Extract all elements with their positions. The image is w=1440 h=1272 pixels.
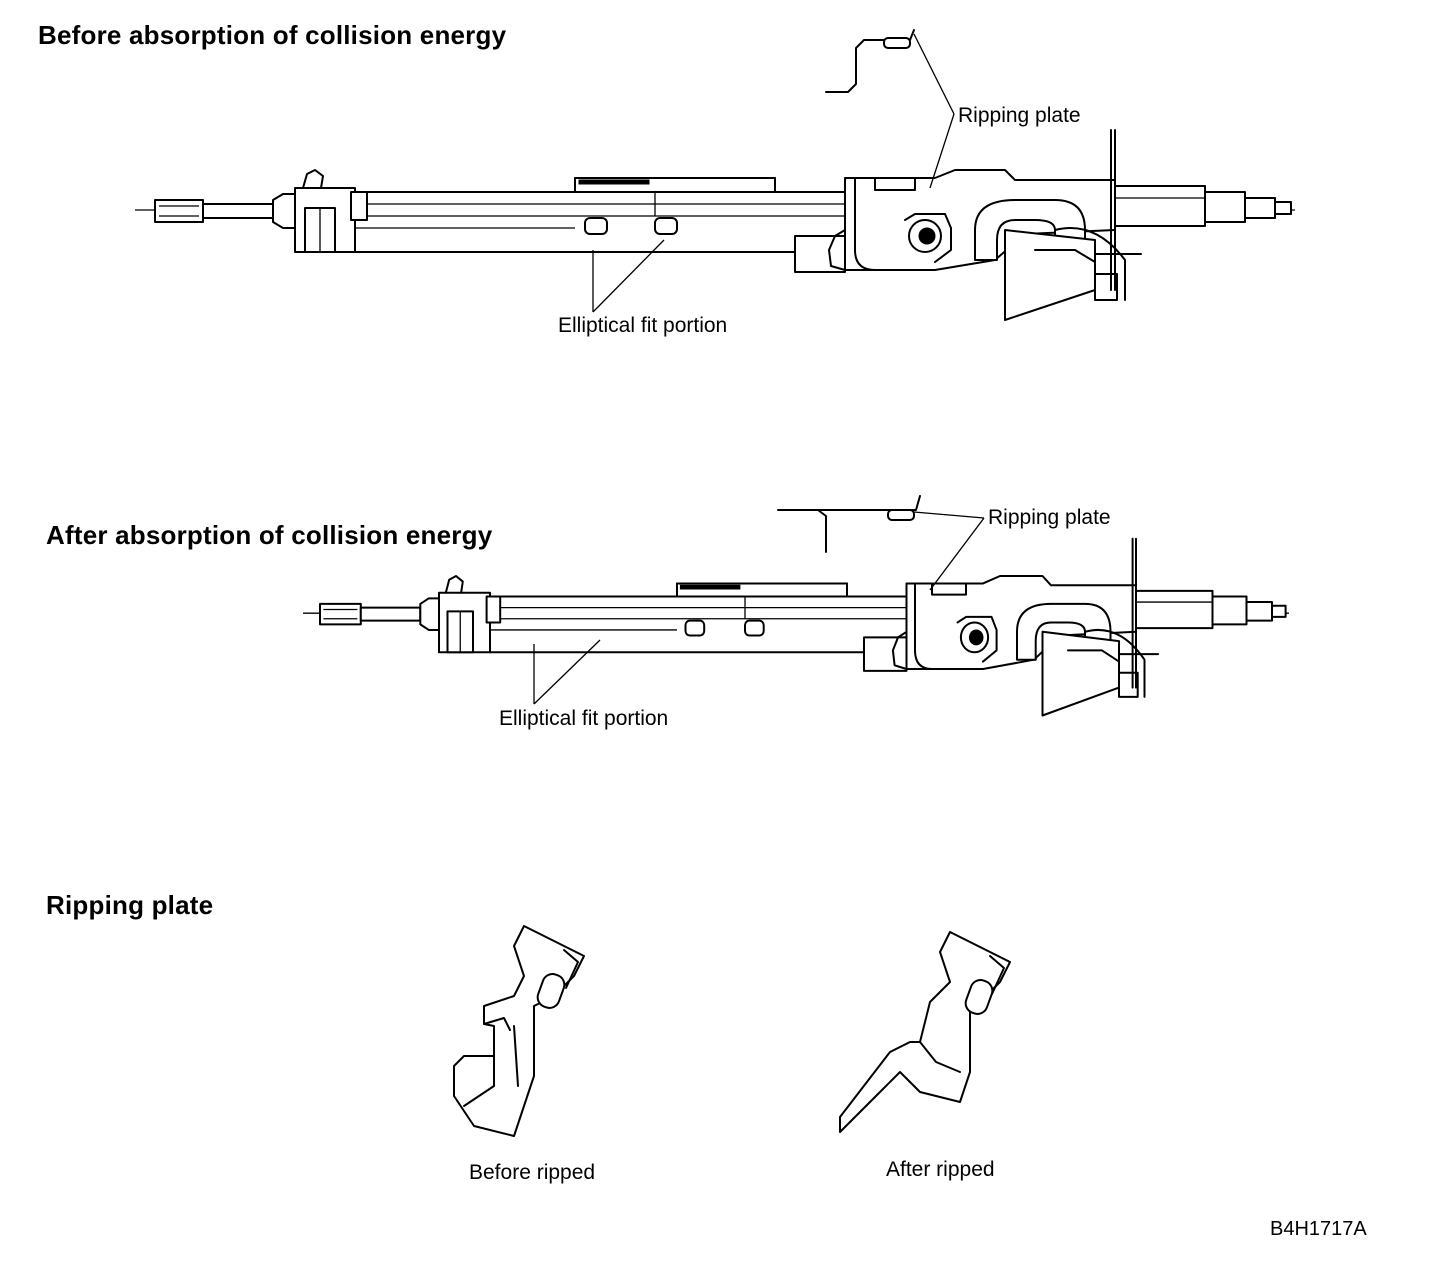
ripping-plate-detail-before [826,30,914,92]
leader-lines-before [593,34,954,312]
leader-lines-after [534,512,984,704]
ripping-plate-after-drawing [839,931,1011,1133]
callout-elliptical-fit-after: Elliptical fit portion [499,707,669,730]
title-before-absorption: Before absorption of collision energy [38,20,507,50]
callout-ripping-plate-after: Ripping plate [988,506,1111,529]
caption-before-ripped: Before ripped [469,1161,596,1184]
callout-elliptical-fit-before: Elliptical fit portion [558,314,728,337]
caption-after-ripped: After ripped [886,1158,995,1181]
ripping-plate-detail-after [778,496,920,552]
column-after [302,537,1290,717]
callout-ripping-plate-before: Ripping plate [958,104,1081,127]
ripping-plate-before-drawing [453,925,585,1137]
column-before [134,129,1296,321]
figure-code: B4H1717A [1270,1218,1367,1240]
title-ripping-plate: Ripping plate [46,890,214,920]
title-after-absorption: After absorption of collision energy [46,520,493,550]
